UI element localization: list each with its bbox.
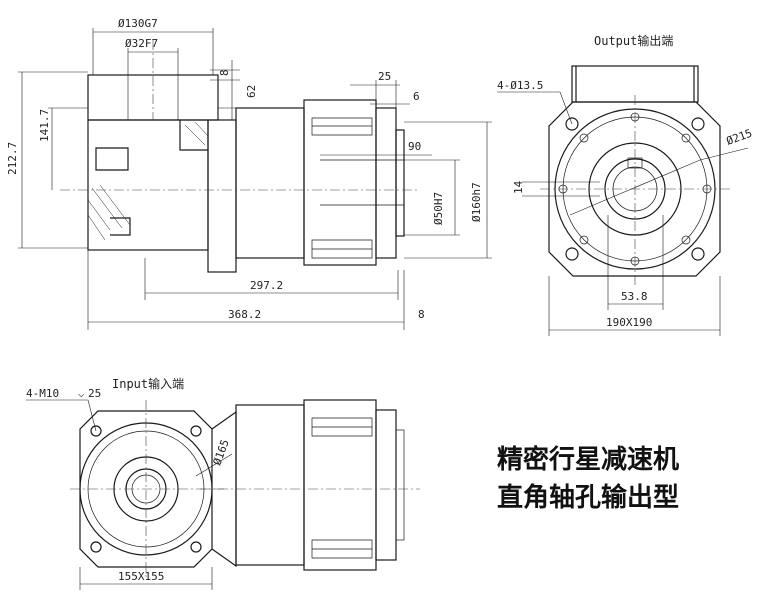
output-center-lines bbox=[540, 95, 730, 285]
holes-out-text: 4-Ø13.5 bbox=[497, 79, 543, 92]
bottom-ring-2 bbox=[303, 399, 377, 571]
d215-text: Ø215 bbox=[725, 127, 754, 148]
d165-text: Ø165 bbox=[211, 438, 232, 467]
dim-368-text: 368.2 bbox=[228, 308, 261, 321]
dim-130-line bbox=[92, 28, 214, 75]
depth-text: 25 bbox=[88, 387, 101, 400]
dim-50-line bbox=[404, 159, 460, 236]
upper-hatch bbox=[184, 121, 209, 146]
input-end-view: Input输入端 4-M10 ⌵ 25 Ø165 155X155 bbox=[26, 376, 233, 590]
dim-141-line bbox=[48, 107, 88, 190]
body-bolt-slots bbox=[311, 117, 373, 259]
gearbox-ring-2 bbox=[235, 107, 305, 259]
output-boss-edges bbox=[575, 66, 695, 102]
dim-50-text: Ø50H7 bbox=[432, 192, 445, 225]
dim-6-text: 6 bbox=[413, 90, 420, 103]
dim-155-text: 155X155 bbox=[118, 570, 164, 583]
output-flange bbox=[375, 107, 397, 259]
right-angle-housing bbox=[87, 119, 209, 251]
side-view: Ø130G7 Ø32F7 8 62 212.7 141.7 25 6 90 Ø5… bbox=[6, 17, 492, 330]
output-end-label: Output输出端 bbox=[594, 33, 673, 48]
output-pcd-hole-6 bbox=[681, 235, 691, 245]
dim-14-lines bbox=[522, 181, 600, 197]
dim-130-text: Ø130G7 bbox=[118, 17, 158, 30]
housing-slot bbox=[95, 147, 129, 171]
title-line-2: 直角轴孔输出型 bbox=[497, 482, 679, 513]
dim-25-6-lines bbox=[350, 80, 410, 108]
dim-8-62-lines bbox=[210, 60, 240, 120]
dim-212-text: 212.7 bbox=[6, 142, 19, 175]
holes-in-leader bbox=[26, 399, 97, 432]
output-pcd-hole-5 bbox=[579, 133, 589, 143]
dim-160-line bbox=[404, 121, 492, 259]
output-corner-hole-tl bbox=[565, 117, 579, 131]
housing-lower-notch bbox=[110, 217, 131, 236]
dim-14-text: 14 bbox=[512, 180, 525, 194]
body-bolt-lines bbox=[312, 125, 372, 250]
output-pcd-hole-7 bbox=[681, 133, 691, 143]
input-corner-hole-tr bbox=[190, 425, 202, 437]
bottom-ring-1 bbox=[235, 404, 305, 566]
output-end-view: Output输出端 4-Ø13.5 Ø215 14 bbox=[497, 33, 754, 336]
gearbox-ring-1 bbox=[207, 119, 237, 273]
dim-141-text: 141.7 bbox=[38, 109, 51, 142]
dim-32-text: Ø32F7 bbox=[125, 37, 158, 50]
bottom-bolt-lines bbox=[312, 426, 372, 550]
dim-8b-text: 8 bbox=[418, 308, 425, 321]
output-pilot bbox=[395, 129, 405, 237]
input-corner-hole-br bbox=[190, 541, 202, 553]
dim-190-text: 190X190 bbox=[606, 316, 652, 329]
input-square-housing bbox=[79, 410, 213, 568]
dim-297-line bbox=[144, 258, 399, 300]
bottom-flange bbox=[375, 409, 397, 561]
dim-62-text: 62 bbox=[245, 85, 258, 98]
input-corner-hole-tl bbox=[90, 425, 102, 437]
dim-155-lines bbox=[79, 567, 213, 590]
d215-leader bbox=[569, 147, 749, 216]
input-end-label: Input输入端 bbox=[112, 376, 184, 391]
housing-hatch bbox=[87, 184, 131, 241]
bottom-pilot bbox=[395, 429, 405, 541]
dim-368-line bbox=[87, 250, 405, 330]
holes-in-text: 4-M10 bbox=[26, 387, 59, 400]
dim-8-text: 8 bbox=[218, 69, 231, 76]
bottom-bolt-slots bbox=[311, 417, 373, 559]
housing-inner-step bbox=[179, 120, 208, 151]
output-pcd-hole-8 bbox=[579, 235, 589, 245]
dim-90-text: 90 bbox=[408, 140, 421, 153]
holes-out-leader bbox=[497, 91, 573, 125]
dim-190-lines bbox=[548, 276, 721, 336]
bottom-side-view bbox=[200, 399, 420, 571]
input-corner-hole-bl bbox=[90, 541, 102, 553]
dim-160-text: Ø160h7 bbox=[470, 182, 483, 222]
output-corner-hole-br bbox=[691, 247, 705, 261]
dim-212-line bbox=[18, 71, 88, 249]
input-center-lines bbox=[70, 400, 225, 578]
output-corner-hole-bl bbox=[565, 247, 579, 261]
title-line-1: 精密行星减速机 bbox=[497, 444, 679, 475]
output-square-housing bbox=[548, 101, 721, 277]
dim-32-line bbox=[127, 48, 179, 120]
dim-297-text: 297.2 bbox=[250, 279, 283, 292]
dim-25-text: 25 bbox=[378, 70, 391, 83]
output-corner-hole-tr bbox=[691, 117, 705, 131]
depth-symbol: ⌵ bbox=[78, 387, 85, 400]
d165-leader bbox=[195, 453, 233, 477]
dim-53-text: 53.8 bbox=[621, 290, 648, 303]
output-bore-lines bbox=[320, 159, 404, 206]
dim-53-lines bbox=[607, 215, 664, 310]
